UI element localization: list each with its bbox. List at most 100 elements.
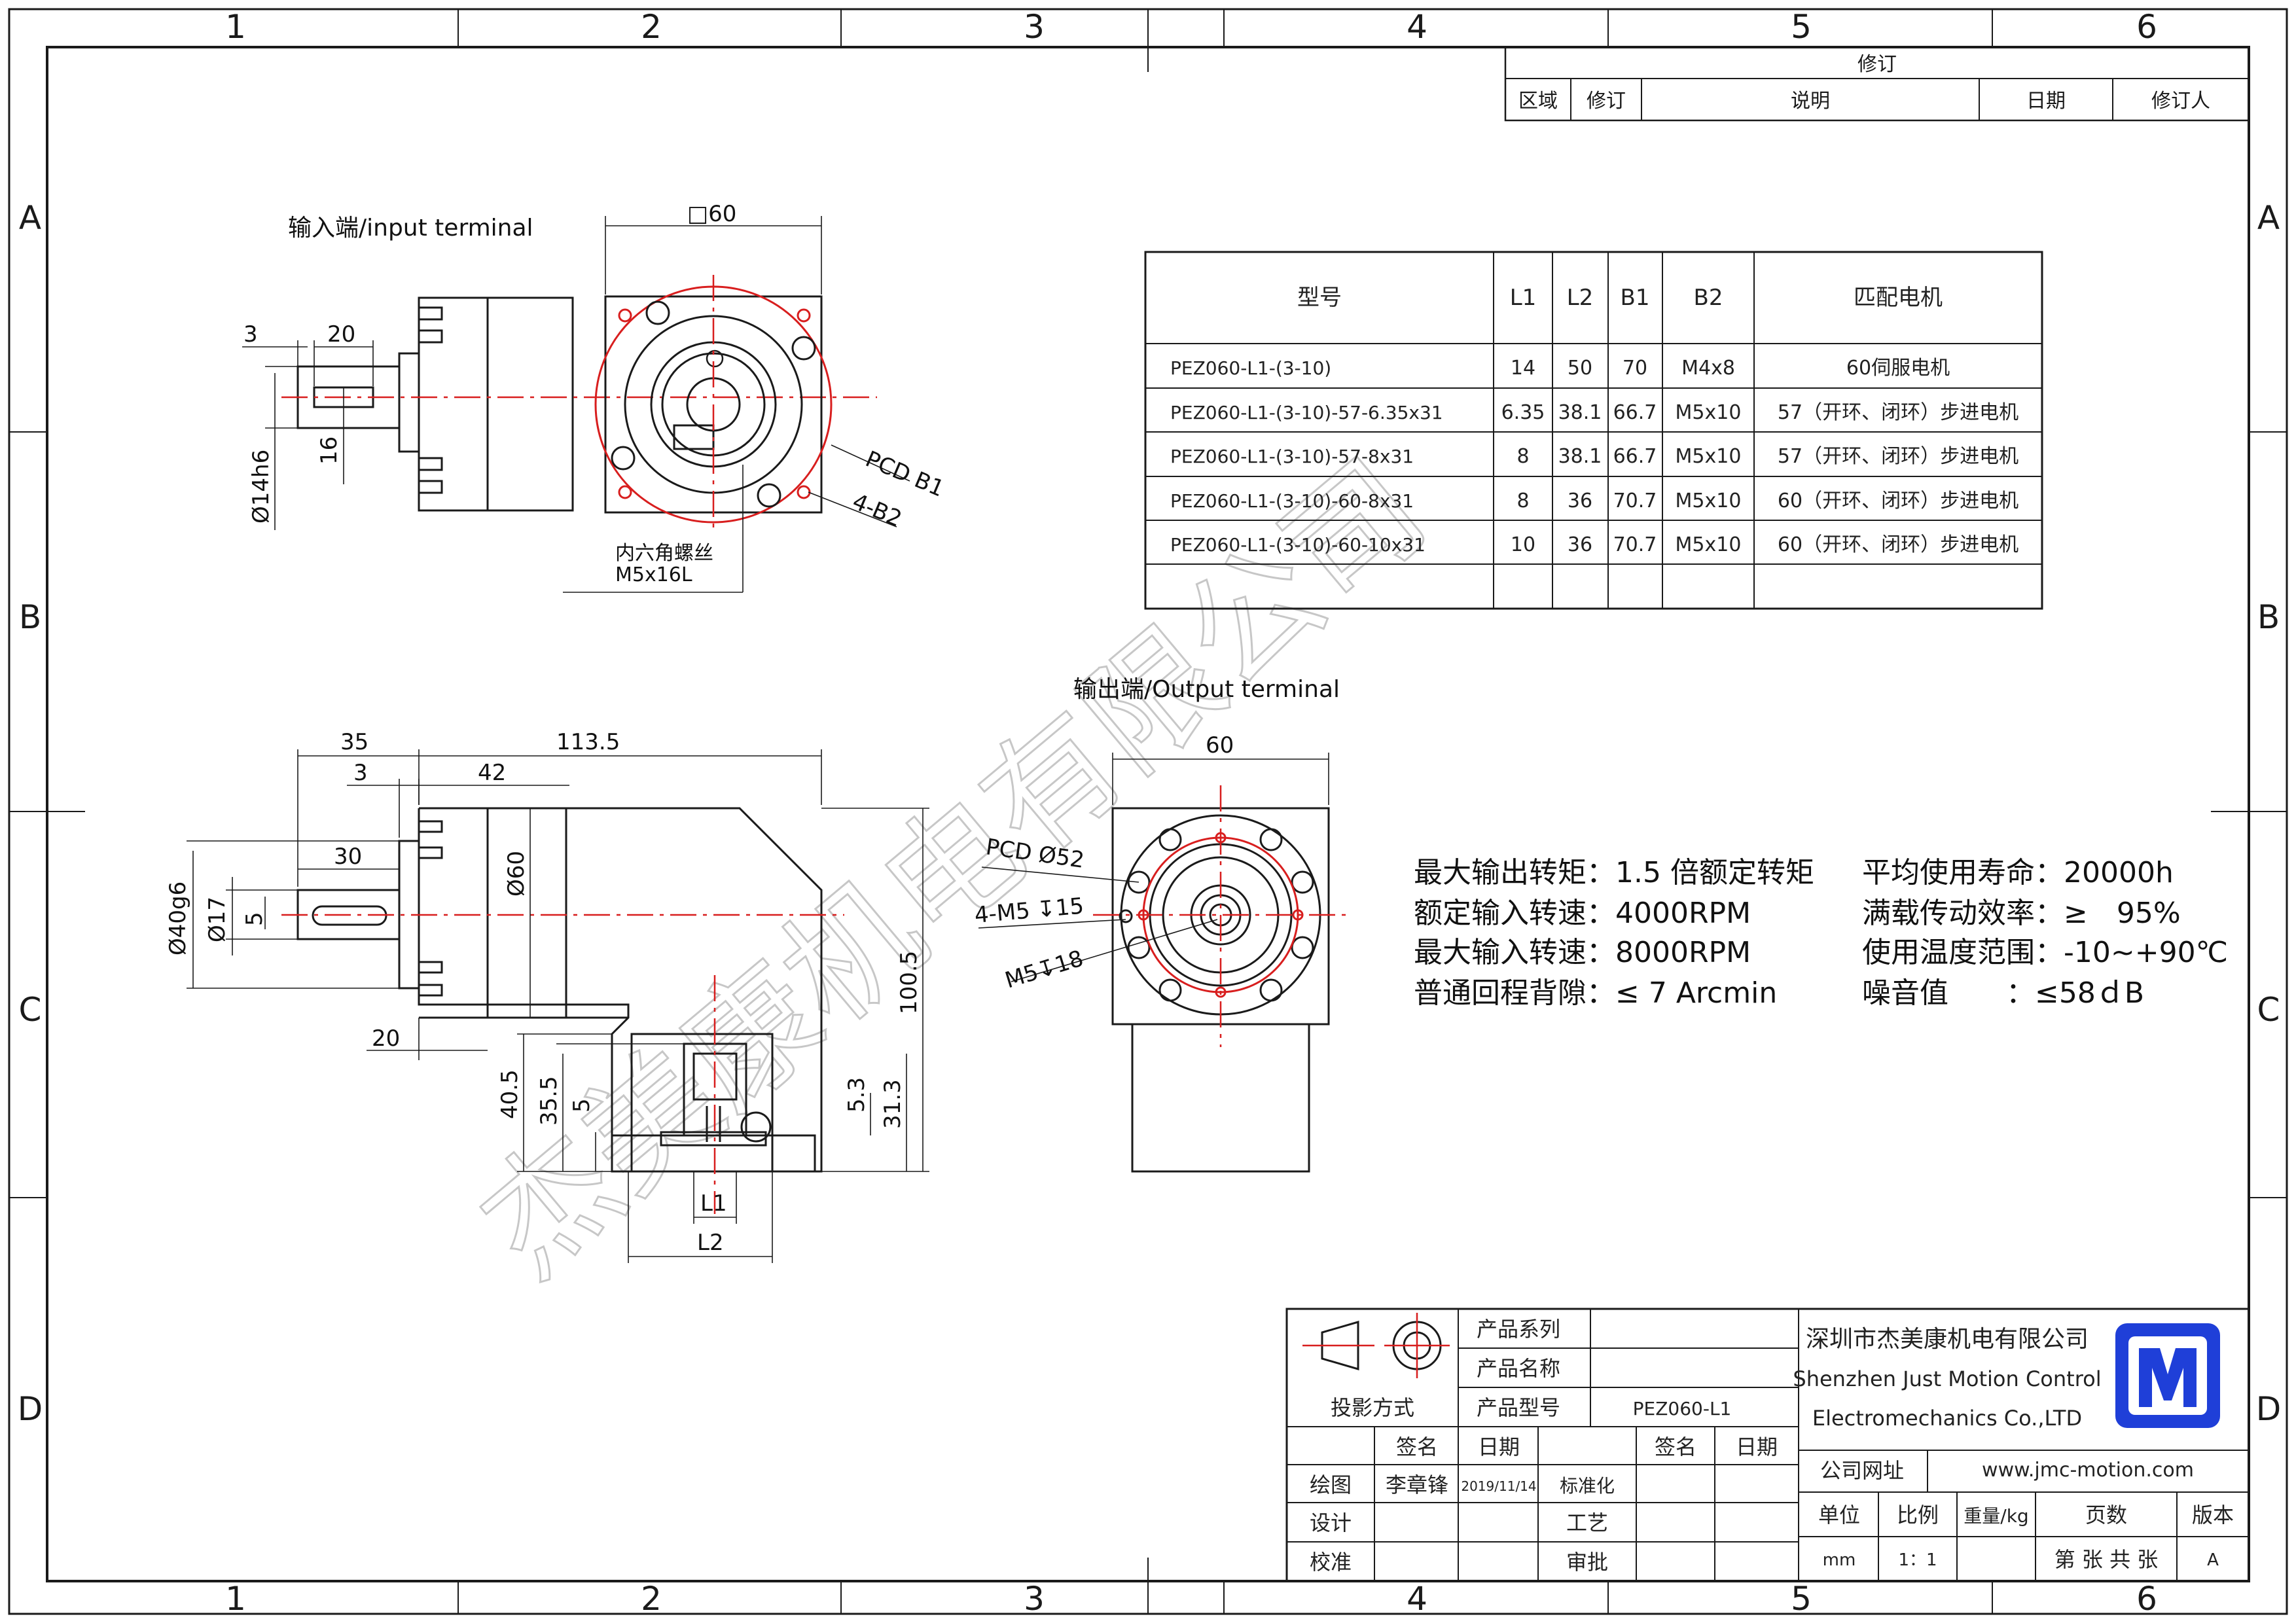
spec-cell: 38.1 <box>1558 445 1602 468</box>
spec-cell: M5x10 <box>1676 401 1742 424</box>
revision-table: 修订 区域 修订 说明 日期 修订人 <box>1504 46 2250 122</box>
dim-35-5: 35.5 <box>536 1076 562 1126</box>
col-label: 5 <box>1791 8 1812 46</box>
dim-5: 5 <box>242 912 268 926</box>
dim-output-width: 60 <box>1206 732 1234 758</box>
spec-line: 平均使用寿命：20000h <box>1862 856 2174 889</box>
dim-35: 35 <box>340 729 368 755</box>
tb-unit-value: mm <box>1823 1550 1856 1570</box>
dim-42: 42 <box>478 760 506 786</box>
spec-line: 普通回程背隙：≤ 7 Arcmin <box>1414 976 1777 1010</box>
spec-line: 噪音值 ：≤58ｄB <box>1862 976 2144 1010</box>
tb-product-model: 产品型号 <box>1477 1395 1560 1420</box>
revision-title: 修订 <box>1857 53 1897 76</box>
tb-pages-value: 第 张 共 张 <box>2054 1547 2159 1572</box>
spec-line: 额定输入转速：4000RPM <box>1414 897 1751 930</box>
tb-web-value: www.jmc-motion.com <box>1982 1459 2194 1482</box>
tb-draw: 绘图 <box>1310 1472 1352 1497</box>
col-label: 6 <box>2136 8 2157 46</box>
col-label: 2 <box>641 1580 662 1618</box>
row-label: C <box>2257 991 2280 1029</box>
dim-holes-b2: 4-B2 <box>848 488 905 532</box>
tb-draw-date: 2019/11/14 <box>1461 1478 1536 1494</box>
dim-pcd-b1: PCD B1 <box>861 446 948 502</box>
tb-standard: 标准化 <box>1560 1475 1615 1497</box>
spec-header: B1 <box>1621 285 1650 311</box>
row-label: B <box>19 598 41 636</box>
title-block: 投影方式 产品系列 产品名称 产品型号 PEZ060-L1 签名 日期 签名 日… <box>1285 1308 2250 1582</box>
row-label: B <box>2257 598 2280 636</box>
spec-line: 最大输入转速：8000RPM <box>1414 936 1751 969</box>
spec-cell: 6.35 <box>1501 401 1545 424</box>
spec-cell: M4x8 <box>1681 357 1735 380</box>
input-view-title: 输入端/input terminal <box>288 215 533 241</box>
revision-header: 日期 <box>2026 90 2066 113</box>
spec-cell: 66.7 <box>1613 445 1657 468</box>
dim-30: 30 <box>334 844 362 870</box>
dim-113-5: 113.5 <box>556 729 620 755</box>
spec-cell: 14 <box>1511 357 1535 380</box>
dim-31-3: 31.3 <box>880 1079 906 1129</box>
spec-cell: 70.7 <box>1613 490 1657 512</box>
spec-line: 使用温度范围：-10~+90℃ <box>1862 936 2228 969</box>
tb-web-label: 公司网址 <box>1820 1458 1904 1483</box>
col-label: 4 <box>1407 1580 1427 1618</box>
spec-cell: 60（开环、闭环）步进电机 <box>1778 533 2018 556</box>
tb-sign: 签名 <box>1396 1435 1438 1459</box>
tb-scale-value: 1：1 <box>1898 1550 1937 1570</box>
watermark: 杰美康机电有限公司 <box>453 432 1454 1306</box>
spec-model-cell: PEZ060-L1-(3-10)-60-8x31 <box>1170 490 1414 512</box>
tb-model-value: PEZ060-L1 <box>1633 1398 1732 1419</box>
dim-17: Ø17 <box>204 897 230 942</box>
dim-square-60: □60 <box>687 201 736 227</box>
dim-key-offset: 3 <box>243 321 258 348</box>
row-label: A <box>19 199 41 237</box>
tb-drawer: 李章锋 <box>1386 1472 1448 1497</box>
spec-cell: 57（开环、闭环）步进电机 <box>1778 445 2018 468</box>
tb-product-name: 产品名称 <box>1477 1356 1560 1381</box>
tb-version-value: A <box>2207 1550 2219 1570</box>
tb-unit-label: 单位 <box>1818 1503 1860 1527</box>
spec-cell: 60（开环、闭环）步进电机 <box>1778 490 2018 512</box>
dim-L1: L1 <box>700 1190 727 1217</box>
dim-5-b: 5 <box>569 1098 595 1113</box>
spec-model-cell: PEZ060-L1-(3-10)-60-10x31 <box>1170 534 1426 556</box>
tb-check: 校准 <box>1310 1550 1352 1575</box>
dim-20: 20 <box>372 1026 400 1052</box>
screw-label: 内六角螺丝 <box>615 542 713 565</box>
revision-header: 区域 <box>1518 90 1558 113</box>
spec-cell: 10 <box>1511 533 1535 556</box>
tb-design: 设计 <box>1310 1510 1352 1535</box>
tb-product-series: 产品系列 <box>1477 1317 1560 1342</box>
spec-model-cell: PEZ060-L1-(3-10)-57-6.35x31 <box>1170 402 1443 423</box>
col-label: 1 <box>225 1580 246 1618</box>
spec-cell: 38.1 <box>1558 401 1602 424</box>
dim-input-shaft: Ø14h6 <box>248 450 274 524</box>
spec-cell: 70 <box>1623 357 1647 380</box>
side-view: 35 3 42 113.5 30 Ø40g6 Ø17 5 Ø60 20 100.… <box>165 729 929 1263</box>
sheet-frame: 1 2 3 4 5 6 1 2 3 4 5 6 A B C D A B C D <box>8 8 2288 1618</box>
performance-specs: 最大输出转矩：1.5 倍额定转矩 额定输入转速：4000RPM 最大输入转速：8… <box>1414 856 2228 1010</box>
tb-scale-label: 比例 <box>1897 1503 1939 1527</box>
row-label: D <box>18 1390 43 1428</box>
spec-cell: M5x10 <box>1676 445 1742 468</box>
tb-projection: 投影方式 <box>1331 1395 1414 1420</box>
company-logo <box>2115 1323 2220 1428</box>
spec-cell: 66.7 <box>1613 401 1657 424</box>
spec-cell: 36 <box>1568 490 1592 512</box>
tb-approve: 审批 <box>1566 1550 1608 1575</box>
dim-100-5: 100.5 <box>896 951 922 1014</box>
tb-sign-2: 签名 <box>1655 1435 1696 1459</box>
spec-line: 满载传动效率：≥ 95% <box>1862 897 2181 930</box>
spec-header: 型号 <box>1297 285 1342 311</box>
spec-header: B2 <box>1694 285 1723 311</box>
row-label: A <box>2257 199 2280 237</box>
tb-date: 日期 <box>1478 1435 1520 1459</box>
spec-cell: M5x10 <box>1676 490 1742 512</box>
spec-cell: 8 <box>1516 490 1529 512</box>
spec-header: 匹配电机 <box>1854 285 1943 311</box>
row-label: C <box>19 991 42 1029</box>
tb-date-2: 日期 <box>1736 1435 1778 1459</box>
